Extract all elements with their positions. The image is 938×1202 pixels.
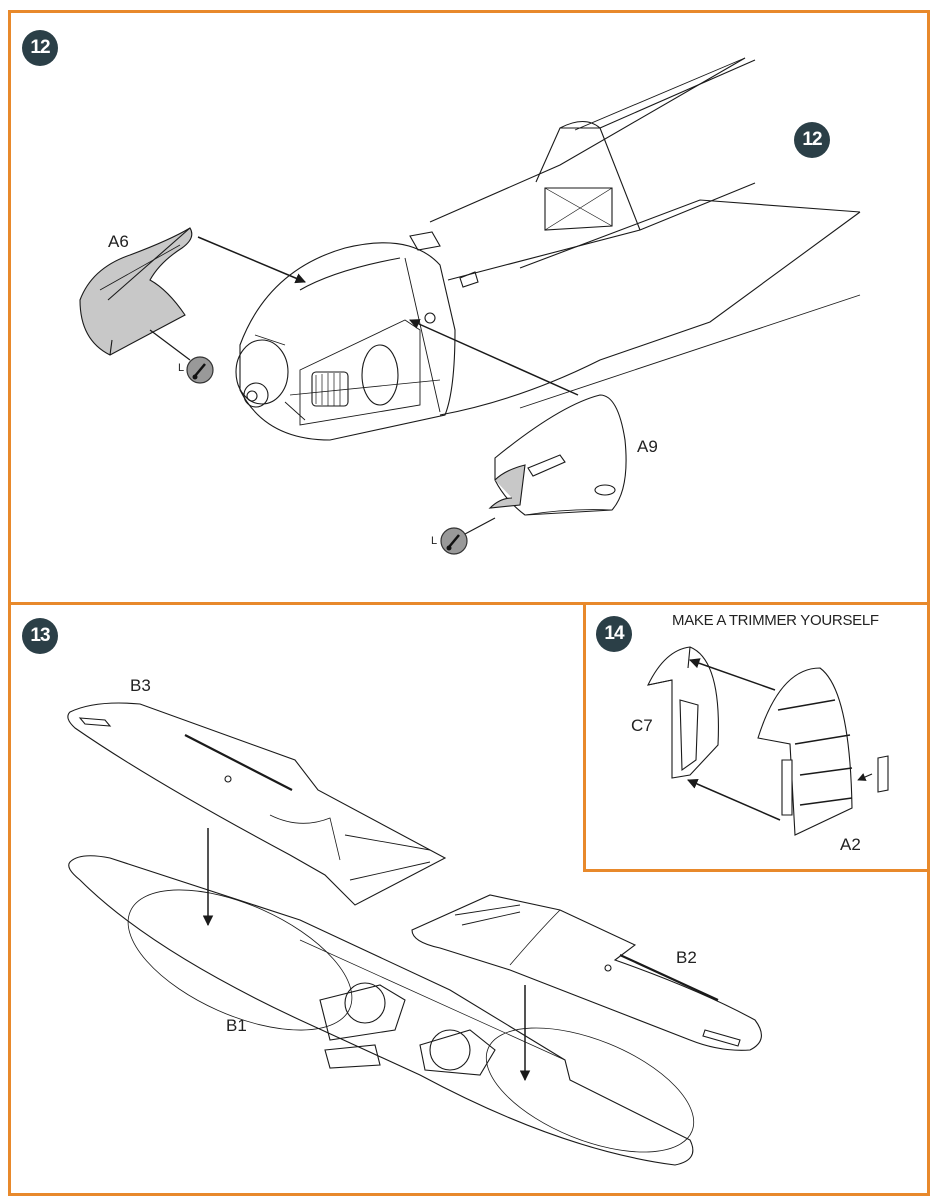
- part-c7: [648, 647, 718, 778]
- step-13-panel: [8, 602, 930, 1196]
- arrow-icon: [689, 658, 775, 690]
- arrow-icon: [198, 237, 306, 284]
- glue-brush-icon: [441, 528, 467, 554]
- fuselage-nose-drawing: [236, 58, 860, 440]
- label-a2: A2: [840, 835, 861, 854]
- label-a9: A9: [637, 437, 658, 456]
- label-b2: B2: [676, 948, 697, 967]
- step-badge-12-secondary: 12: [794, 122, 830, 158]
- step-badge-14: 14: [596, 616, 632, 652]
- part-a2: [758, 668, 888, 835]
- step-badge-13: 13: [22, 618, 58, 654]
- glue-mark-1: L: [178, 362, 185, 374]
- part-a6: [80, 228, 192, 355]
- label-a6: A6: [108, 232, 129, 251]
- glue-brush-icon: [187, 357, 213, 383]
- label-b1: B1: [226, 1016, 247, 1035]
- step-badge-12: 12: [22, 30, 58, 66]
- part-a9: [490, 395, 626, 515]
- arrow-icon: [409, 319, 578, 395]
- step-14-panel: [583, 602, 930, 872]
- part-b2: [412, 895, 761, 1050]
- part-b1: [69, 856, 711, 1178]
- label-b3: B3: [130, 676, 151, 695]
- part-b3: [68, 703, 445, 905]
- arrow-icon: [687, 778, 780, 820]
- arrow-icon: [857, 773, 872, 781]
- trimmer-instruction: MAKE A TRIMMER YOURSELF: [672, 612, 879, 629]
- glue-mark-2: L: [431, 535, 438, 547]
- label-c7: C7: [631, 716, 653, 735]
